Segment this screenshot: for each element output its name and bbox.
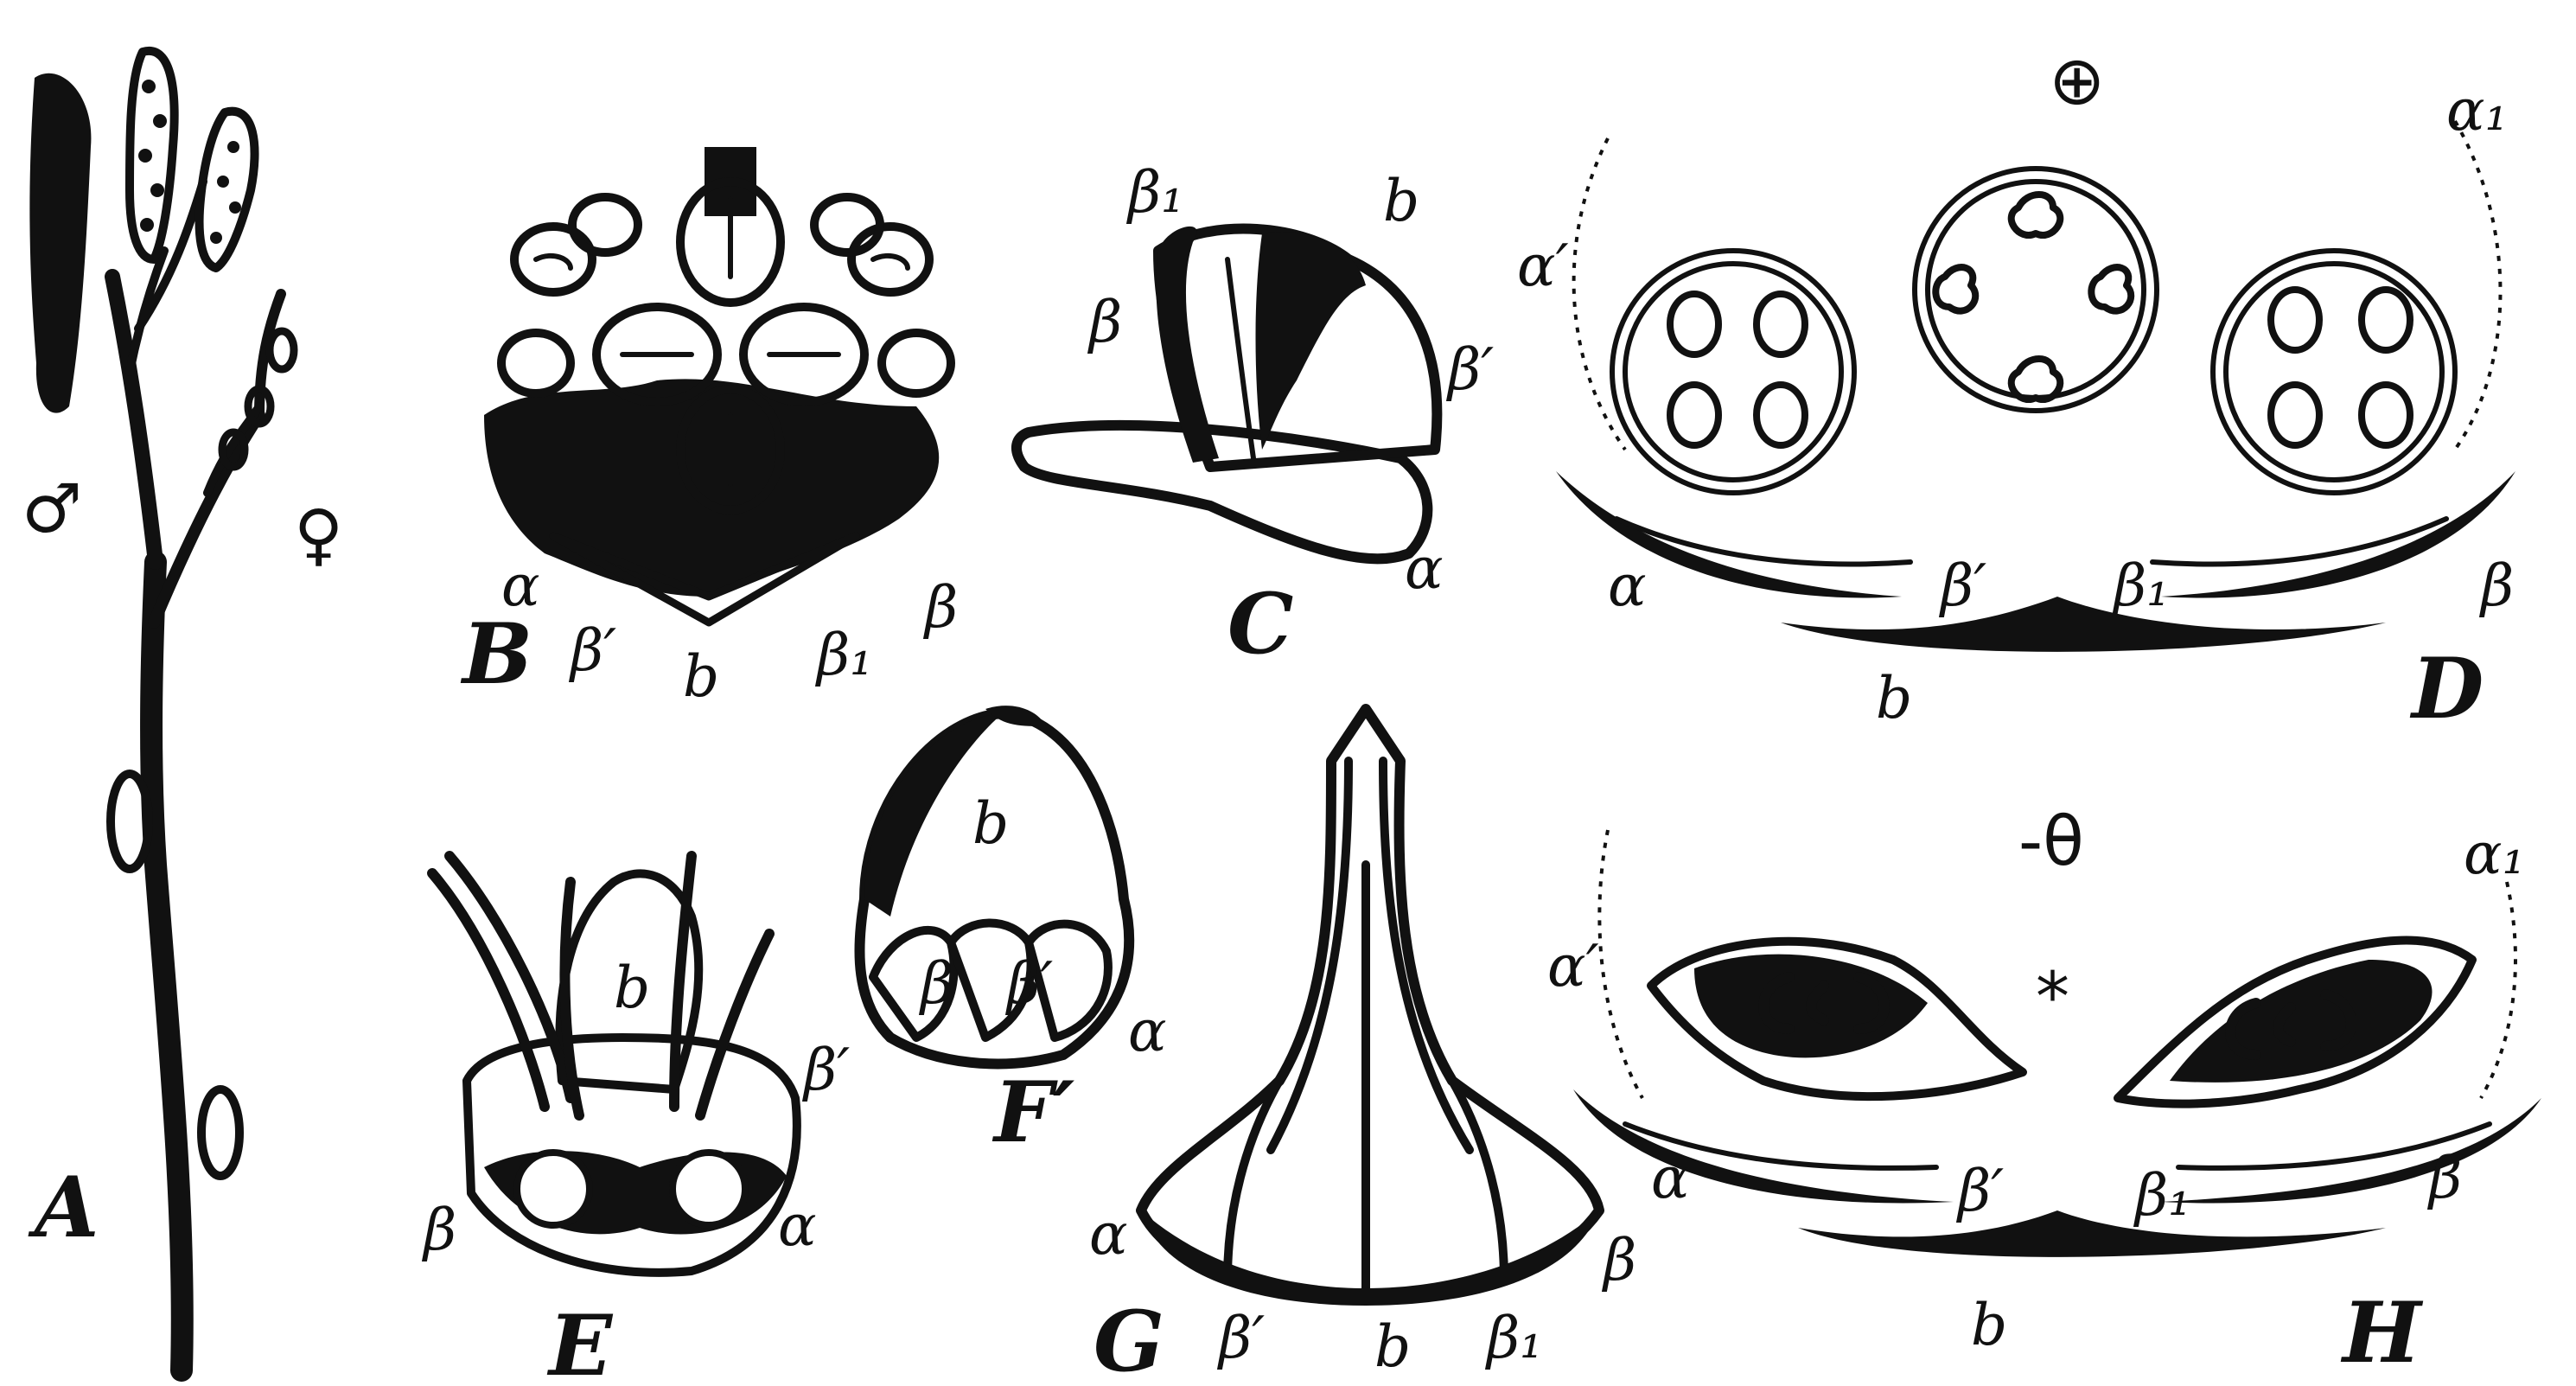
f-b: b	[972, 790, 1009, 857]
f-alpha: α	[1128, 998, 1167, 1064]
female-symbol: ♀	[294, 496, 343, 574]
figure-a-label: A	[28, 1159, 99, 1256]
figure-c-label: C	[1227, 575, 1293, 673]
figure-f-bract: b β β′ α F′	[859, 706, 1166, 1161]
g-b: b	[1374, 1313, 1411, 1380]
figure-b-label: B	[460, 605, 532, 703]
h-beta: β	[2426, 1145, 2462, 1211]
f-beta: β	[918, 950, 953, 1017]
g-beta: β	[1601, 1227, 1636, 1293]
d-alpha-1: α₁	[2446, 77, 2508, 144]
c-beta-prime: β′	[1445, 336, 1494, 403]
f-beta-prime: β′	[1004, 950, 1053, 1017]
d-top-symbol: ⊕	[2049, 42, 2105, 120]
male-symbol: ♂	[22, 470, 82, 548]
h-top-symbol: -θ	[2018, 803, 2084, 881]
d-beta: β	[2478, 552, 2514, 619]
b-beta: β	[922, 574, 958, 641]
figure-c-flower: β₁ b β β′ α C	[1017, 159, 1494, 673]
e-alpha: α	[778, 1192, 817, 1259]
figure-h-label: H	[2340, 1284, 2424, 1382]
figure-b-flower: α β′ b β₁ β B	[460, 147, 958, 710]
g-beta-1: β₁	[1484, 1305, 1543, 1371]
c-alpha: α	[1405, 535, 1444, 602]
figure-d-label: D	[2409, 640, 2484, 738]
g-alpha: α	[1089, 1201, 1128, 1268]
c-beta: β	[1087, 289, 1122, 355]
b-beta-1: β₁	[814, 622, 873, 688]
h-beta-1: β₁	[2133, 1162, 2191, 1229]
h-alpha-prime: α′	[1547, 933, 1599, 1000]
figure-a-branch: ♂ ♀ A	[22, 51, 343, 1370]
e-beta-prime: β′	[801, 1037, 850, 1103]
e-beta: β	[421, 1197, 456, 1263]
h-alpha-1: α₁	[2464, 821, 2525, 887]
b-b: b	[683, 643, 719, 710]
catkin-3	[200, 112, 255, 268]
d-alpha: α	[1608, 552, 1647, 619]
figure-e-flower: b β′ β α E	[421, 856, 850, 1386]
c-b: b	[1383, 168, 1419, 234]
b-beta-prime: β′	[568, 617, 616, 684]
h-alpha: α	[1651, 1145, 1690, 1211]
figure-d-diagram: ⊕ α′ α₁ α β′ β₁ β b D	[1517, 42, 2515, 738]
figure-g-pistil: α β′ b β₁ β G	[1089, 709, 1636, 1386]
h-beta-prime: β′	[1955, 1158, 2004, 1224]
d-b: b	[1876, 665, 1912, 731]
figure-f-label: F′	[992, 1063, 1074, 1161]
e-b: b	[614, 955, 650, 1021]
h-b: b	[1971, 1292, 2007, 1358]
d-beta-prime: β′	[1938, 552, 1986, 619]
figure-e-label: E	[546, 1297, 614, 1386]
g-beta-prime: β′	[1216, 1305, 1265, 1371]
c-beta-1: β₁	[1125, 159, 1184, 226]
figure-g-label: G	[1094, 1293, 1164, 1386]
d-alpha-prime: α′	[1517, 233, 1569, 299]
figure-h-diagram: -θ * α′ α₁ α β′ β₁ β b H	[1547, 803, 2541, 1382]
h-star: *	[2036, 959, 2069, 1037]
d-beta-1: β₁	[2111, 552, 2170, 619]
